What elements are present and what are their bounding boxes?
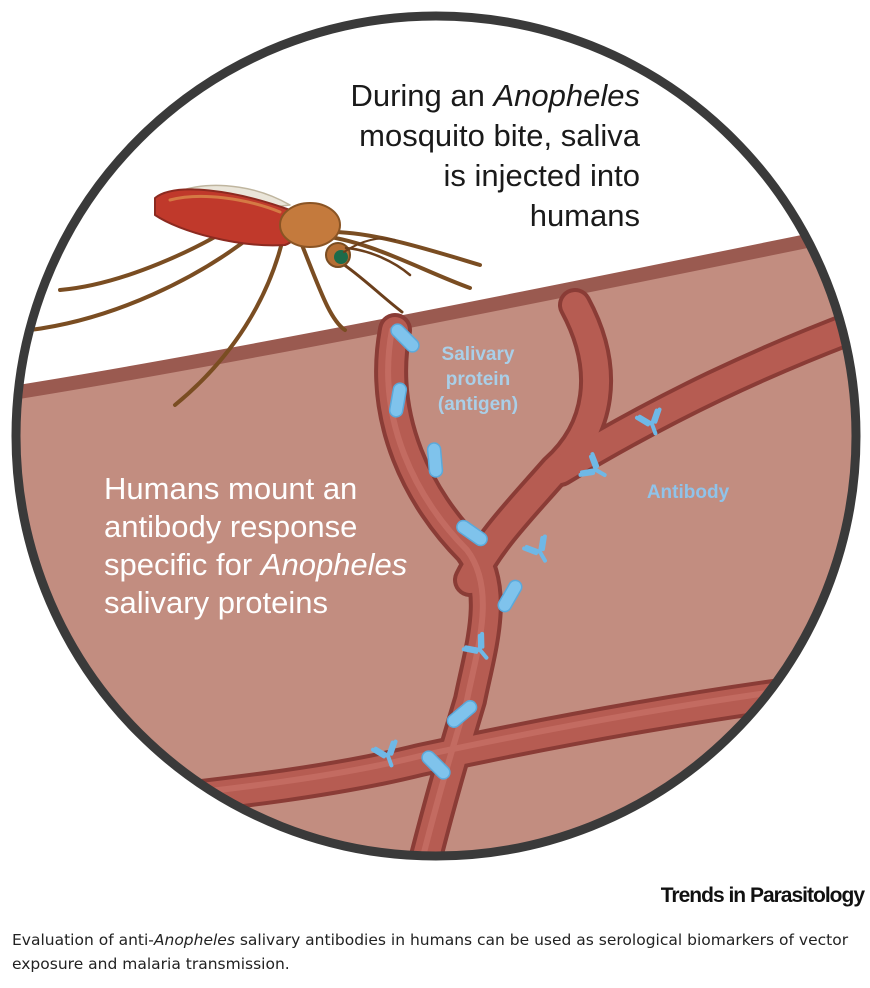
magnifier-ring xyxy=(11,11,861,861)
figure-caption: Evaluation of anti-Anopheles salivary an… xyxy=(12,931,849,973)
figure-panel: During an Anopheles mosquito bite, saliv… xyxy=(11,11,861,861)
salivary-protein-label: Salivary protein (antigen) xyxy=(437,344,519,415)
antibody-label: Antibody xyxy=(646,482,730,503)
immune-response-description: Humans mount an antibody response specif… xyxy=(104,471,408,620)
mosquito-illustration xyxy=(28,184,482,407)
diagram-svg xyxy=(11,11,861,861)
bite-description: During an Anopheles mosquito bite, saliv… xyxy=(350,78,640,233)
journal-logo: Trends in Parasitology xyxy=(660,884,865,907)
